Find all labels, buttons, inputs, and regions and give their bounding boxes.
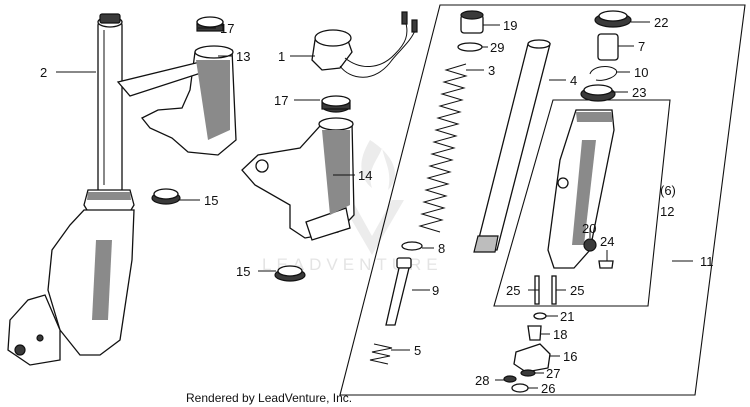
switch-assembly: [311, 11, 418, 78]
oil-seal: [580, 84, 616, 102]
callout-5: 5: [414, 343, 421, 358]
assembly-frame: [339, 4, 746, 396]
fork-spring: [418, 63, 468, 233]
callout-29: 29: [490, 40, 504, 55]
callout-18: 18: [553, 327, 567, 342]
spacer: [597, 33, 619, 61]
callout-2: 2: [40, 65, 47, 80]
washer-28: [503, 375, 517, 383]
callout-9: 9: [432, 283, 439, 298]
callout-14: 14: [358, 168, 372, 183]
callout-22: 22: [654, 15, 668, 30]
callout-23: 23: [632, 85, 646, 100]
callout-19: 19: [503, 18, 517, 33]
callout-20: 20: [582, 221, 596, 236]
watermark-text: LEADVENTURE: [262, 255, 443, 274]
callout-17-top: 17: [220, 21, 234, 36]
fork-leg-assembly: [7, 13, 135, 366]
dust-cap: [594, 10, 632, 28]
callout-12: 12: [660, 204, 674, 219]
callout-8: 8: [438, 241, 445, 256]
washer-21: [533, 312, 547, 320]
washer-27: [520, 369, 536, 377]
slider-frame: [493, 99, 671, 307]
stud-right: [551, 275, 557, 305]
callouts: 2 17 13 1 17 15 14 15 19 29 3 4 8 9 5 22…: [40, 15, 714, 396]
o-ring: [457, 42, 483, 52]
render-credit: Rendered by LeadVenture, Inc.: [186, 391, 352, 405]
axle-clamp: [513, 343, 551, 373]
callout-15-upper: 15: [204, 193, 218, 208]
callout-27: 27: [546, 366, 560, 381]
lower-fork-bracket: [241, 117, 355, 241]
callout-7: 7: [638, 39, 645, 54]
callout-17-mid: 17: [274, 93, 288, 108]
nut-15-lower: [274, 265, 306, 282]
callout-21: 21: [560, 309, 574, 324]
callout-11: 11: [700, 254, 714, 269]
drain-screw: [583, 238, 597, 252]
damper-rod: [385, 257, 412, 326]
callout-15-lower: 15: [236, 264, 250, 279]
retaining-clip: [589, 66, 618, 81]
rebound-spring: [369, 343, 393, 365]
leader-lines: [56, 21, 693, 389]
callout-24: 24: [600, 234, 614, 249]
nut-15-upper: [151, 188, 181, 205]
fork-slider: [547, 109, 615, 269]
callout-13: 13: [236, 49, 250, 64]
callout-16: 16: [563, 349, 577, 364]
callout-28: 28: [475, 373, 489, 388]
callout-4: 4: [570, 73, 577, 88]
washer: [401, 241, 423, 251]
callout-25-left: 25: [506, 283, 520, 298]
watermark: LEADVENTURE: [262, 140, 443, 274]
bolt-24: [598, 260, 614, 269]
callout-10: 10: [634, 65, 648, 80]
callout-25-right: 25: [570, 283, 584, 298]
nut-middle: [321, 95, 351, 113]
bolt-18: [527, 325, 542, 341]
callout-1: 1: [278, 49, 285, 64]
callout-26: 26: [541, 381, 555, 396]
nut-26: [511, 383, 529, 393]
upper-fork-bracket: [116, 45, 237, 156]
callout-3: 3: [488, 63, 495, 78]
callout-6: (6): [660, 183, 676, 198]
fork-tube: [473, 39, 551, 253]
fork-bolt: [460, 10, 484, 34]
